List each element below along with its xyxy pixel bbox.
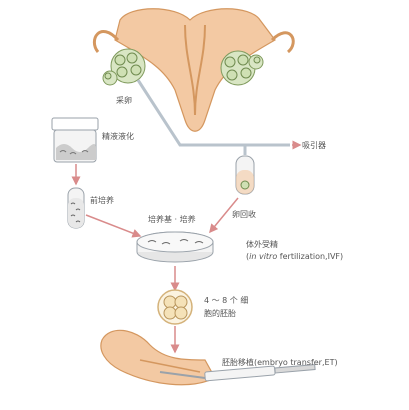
label-ivf-description: (in vitro fertilization,IVF) (246, 252, 343, 262)
sperm-jar (52, 118, 98, 162)
right-fallopian-tube (272, 33, 293, 52)
collection-tube (236, 156, 254, 194)
label-aspirator: 吸引器 (302, 141, 326, 151)
label-sperm-liquefaction: 精液液化 (102, 132, 134, 142)
label-culture-medium: 培养基 · 培养 (148, 215, 196, 225)
petri-dish (137, 232, 213, 262)
right-ovary (221, 51, 263, 85)
label-ivf-title: 体外受精 (246, 240, 278, 250)
embryo (158, 290, 192, 324)
label-egg-retrieval: 采卵 (116, 96, 132, 106)
label-pre-culture: 前培养 (90, 196, 114, 206)
label-embryo-cells-line2: 胞的胚胎 (204, 309, 236, 319)
label-egg-collection: 卵回收 (232, 210, 256, 220)
pre-culture-tube (68, 188, 84, 228)
label-embryo-transfer: 胚胎移植(embryo transfer,ET) (222, 358, 338, 368)
left-fallopian-tube (94, 32, 118, 52)
label-embryo-cells-line1: 4 ～ 8 个 细 (204, 296, 248, 306)
